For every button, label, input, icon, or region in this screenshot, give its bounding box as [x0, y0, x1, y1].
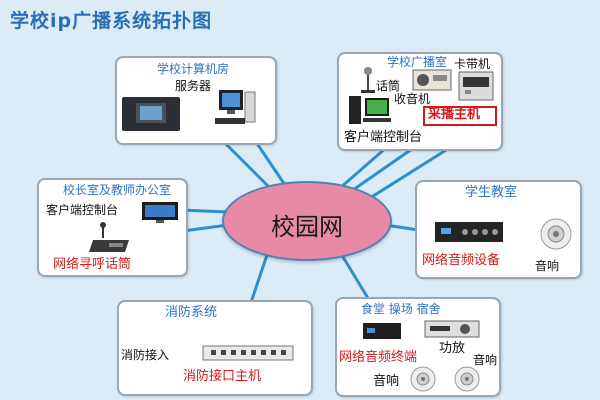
ceiling-speaker-icon	[540, 218, 572, 250]
main-unit-label: 采播主机	[428, 107, 481, 122]
microphone-label: 话筒	[376, 79, 401, 93]
node-computer-room: 学校计算机房 服务器	[115, 56, 277, 145]
link-office	[178, 208, 230, 214]
fire-input-label: 消防接入	[121, 348, 170, 362]
paging-microphone-icon	[89, 222, 129, 252]
audio-device-icon	[435, 222, 503, 242]
amplifier-icon	[424, 320, 480, 338]
audio-device-label: 网络音频设备	[422, 253, 501, 268]
audio-terminal-label: 网络音频终端	[339, 350, 418, 365]
campus-network-hub: 校园网	[222, 181, 392, 261]
tape-player-label: 卡带机	[454, 57, 491, 71]
client-console-label: 客户端控制台	[344, 130, 423, 145]
link-computer-room-2	[256, 143, 287, 187]
node-fire-system: 消防系统 消防接入 消防接口主机	[117, 300, 313, 396]
radio-icon	[412, 69, 452, 91]
fire-interface-host-icon	[202, 345, 294, 361]
tape-player-icon	[458, 71, 494, 101]
server-label: 服务器	[175, 79, 212, 93]
node-classroom: 学生教室 网络音频设备 音响	[415, 180, 582, 279]
node-principal-office: 校长室及教师办公室 客户端控制台 网络寻呼话筒	[37, 178, 188, 277]
radio-label: 收音机	[394, 92, 431, 106]
speaker-label: 音响	[535, 259, 560, 273]
fire-host-label: 消防接口主机	[183, 369, 262, 384]
node-broadcast-room: 学校广播室 卡带机 话筒 收音机 采播主机 客户端控制台	[337, 52, 503, 151]
computer-icon	[215, 90, 256, 124]
pc-tower-icon	[349, 96, 391, 124]
node-canteen: 食堂 操场 宿舍 功放 网络音频终端 音响 音响	[335, 297, 501, 397]
speaker-label-1: 音响	[373, 374, 400, 389]
hub-label: 校园网	[271, 213, 343, 241]
ceiling-speaker-icon	[410, 366, 436, 392]
node-title: 学校广播室	[387, 55, 448, 69]
paging-microphone-label: 网络寻呼话筒	[53, 257, 132, 272]
node-title: 学生教室	[465, 185, 518, 200]
client-console-label: 客户端控制台	[46, 203, 119, 217]
microphone-icon	[361, 67, 375, 93]
ceiling-speaker-icon	[454, 366, 480, 392]
speaker-label-2: 音响	[473, 353, 498, 367]
monitor-icon	[142, 202, 178, 223]
main-unit-label-box	[423, 106, 497, 126]
node-title: 校长室及教师办公室	[63, 183, 172, 197]
node-title: 食堂 操场 宿舍	[361, 302, 441, 316]
page-title: 学校ip广播系统拓扑图	[10, 10, 213, 32]
node-title: 消防系统	[165, 305, 218, 320]
amplifier-label: 功放	[439, 341, 466, 356]
server-icon	[122, 97, 180, 131]
audio-terminal-icon	[363, 323, 401, 339]
node-title: 学校计算机房	[157, 62, 230, 76]
